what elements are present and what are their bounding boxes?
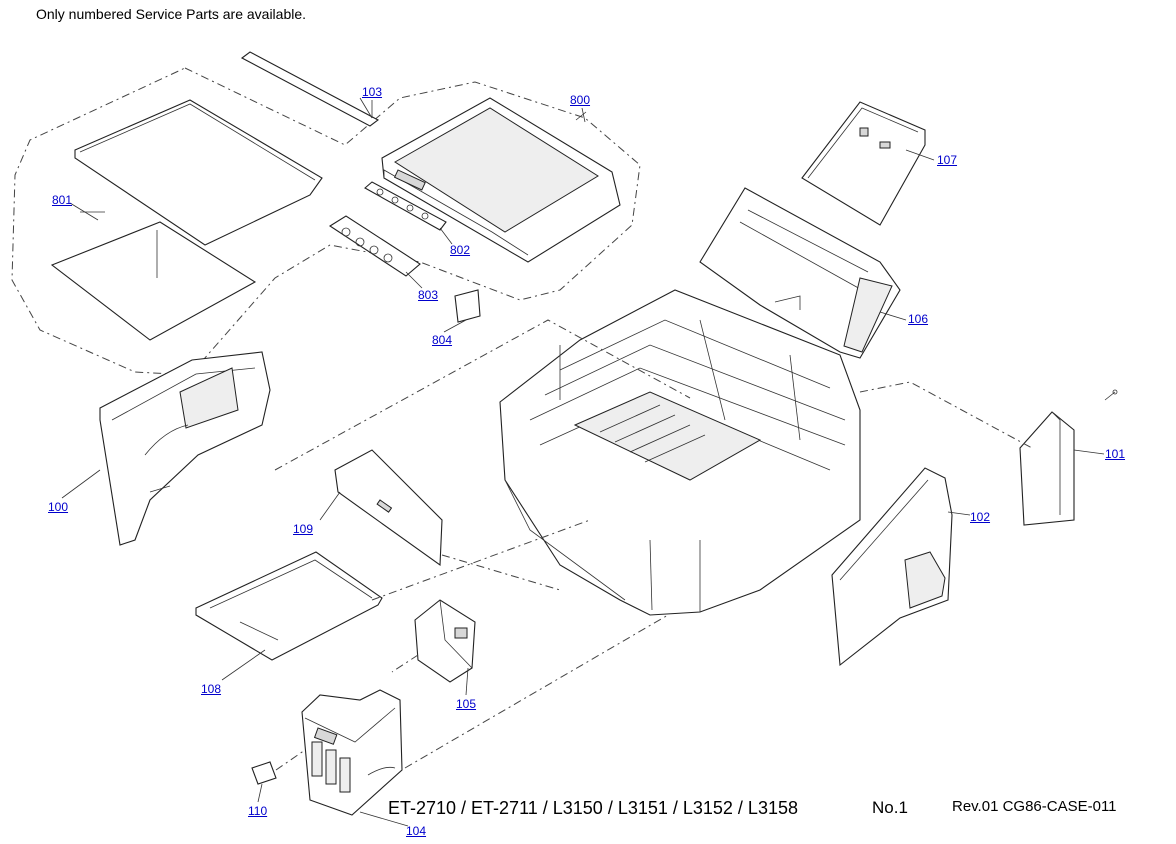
sheet-number: No.1 [872,798,908,817]
part-link-801[interactable]: 801 [52,193,73,207]
part-804-label [454,289,481,323]
part-109-sheet [334,449,443,567]
part-108-tray [195,551,383,661]
part-link-107[interactable]: 107 [937,153,958,167]
part-102-right-housing [831,467,953,667]
part-104-tank-frame [301,689,403,816]
revision-code: Rev.01 CG86-CASE-011 [952,798,1117,815]
part-link-105[interactable]: 105 [456,697,477,711]
assembly-line-108 [371,519,591,601]
part-107-paper-support [801,101,926,226]
part-link-100[interactable]: 100 [48,500,69,514]
part-link-800[interactable]: 800 [570,93,591,107]
part-link-108[interactable]: 108 [201,682,222,696]
printer-mechanism [499,289,861,616]
part-link-110[interactable]: 110 [248,804,268,818]
assembly-line-100 [274,319,691,471]
part-link-804[interactable]: 804 [432,333,453,347]
assembly-line-101 [859,381,1033,449]
part-101-side-cover [1019,411,1075,526]
assembly-line-104 [404,614,669,769]
assembly-line-109 [441,554,561,591]
part-link-101[interactable]: 101 [1105,447,1126,461]
part-802-panel [364,181,447,231]
assembly-line-110 [275,749,306,771]
part-803-button-panel [328,215,421,277]
scanner-group-outline [11,67,641,376]
part-link-109[interactable]: 109 [293,522,314,536]
part-link-102[interactable]: 102 [970,510,991,524]
part-801-document-mat [50,99,323,341]
part-100-left-housing [99,351,271,546]
model-list: ET-2710 / ET-2711 / L3150 / L3151 / L315… [388,798,798,818]
part-link-106[interactable]: 106 [908,312,929,326]
part-link-803[interactable]: 803 [418,288,439,302]
part-link-104[interactable]: 104 [406,824,427,838]
part-link-802[interactable]: 802 [450,243,471,257]
part-800-scanner-unit [381,97,621,263]
service-parts-note: Only numbered Service Parts are availabl… [36,6,307,22]
part-link-103[interactable]: 103 [362,85,383,99]
part-106-feeder [699,187,901,359]
assembly-line-105 [391,654,419,673]
part-110-label [251,761,277,785]
part-103-strip [240,51,380,127]
part-105-cap [414,599,476,683]
